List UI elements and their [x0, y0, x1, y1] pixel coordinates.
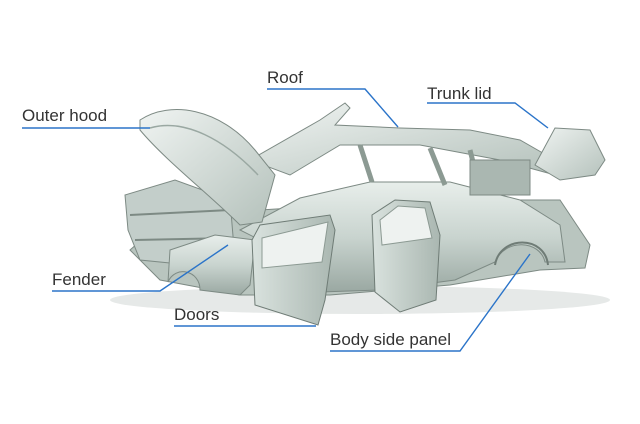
leader-line-trunk-lid [427, 102, 549, 129]
label-outer-hood: Outer hood [22, 106, 108, 125]
label-roof: Roof [267, 68, 303, 87]
front-fender [167, 234, 256, 296]
label-body-side-panel: Body side panel [330, 330, 451, 349]
label-doors: Doors [174, 305, 220, 324]
label-trunk-lid: Trunk lid [427, 84, 492, 103]
leader-line-fender [52, 244, 229, 292]
rear-wheel-arch [494, 241, 549, 266]
leader-line-body-side-panel [330, 253, 531, 352]
interior-structure [469, 159, 531, 196]
leader-line-roof [267, 88, 399, 128]
hood-inner-edge [149, 124, 259, 176]
front-door-window [261, 221, 329, 269]
trunk-lid [534, 127, 606, 181]
leader-lines [22, 88, 549, 352]
label-fender: Fender [52, 270, 106, 289]
rear-door-window [379, 205, 433, 246]
outer-hood [139, 109, 276, 226]
subframe-rail [129, 209, 231, 216]
roof-frame [248, 102, 556, 176]
